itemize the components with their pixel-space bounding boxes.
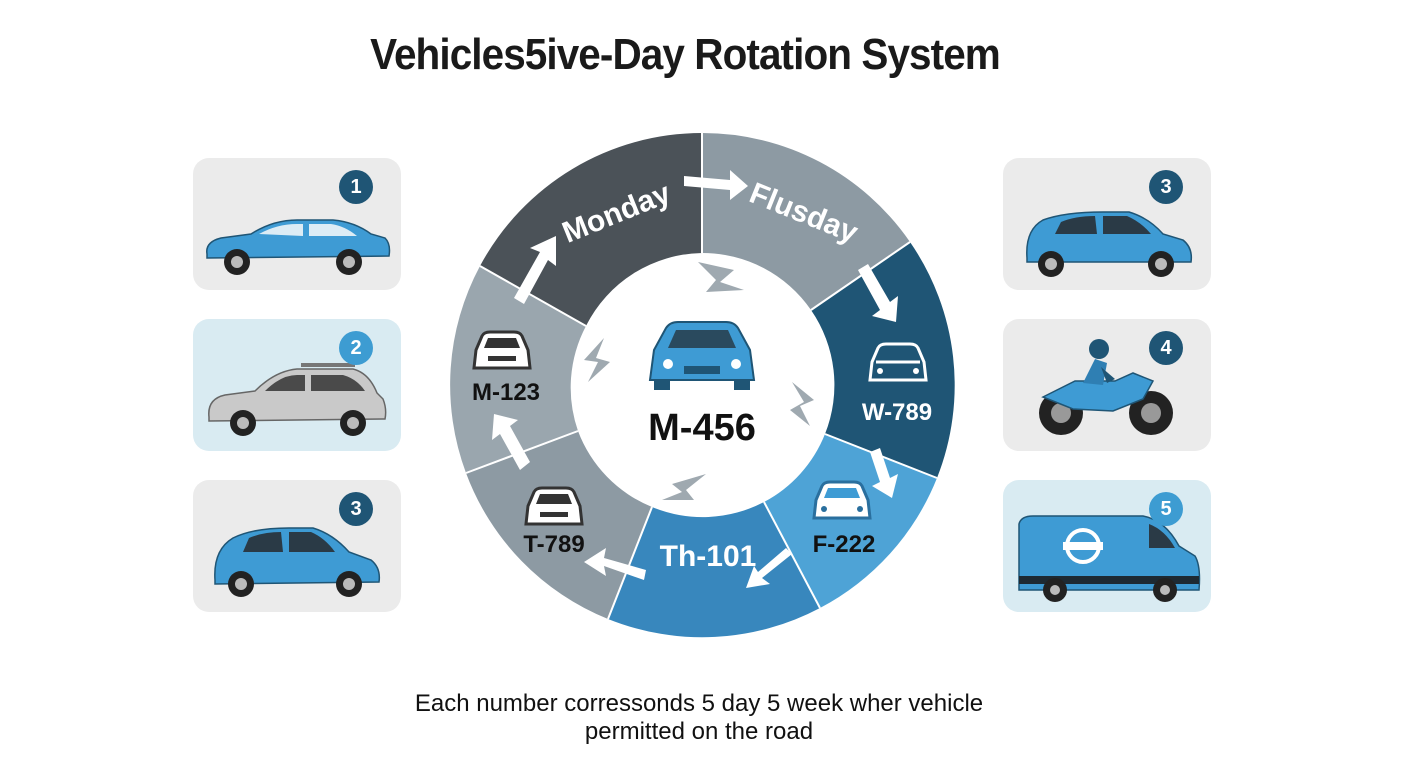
caption-line-2: permitted on the road [584,718,814,745]
plate-f222: F-222 [813,531,876,558]
hatchback-icon [1026,211,1193,277]
plate-t789: T-789 [523,531,584,558]
vehicle-card-right-3[interactable]: 3 [1003,158,1211,290]
motorcycle-icon [1039,339,1173,435]
vehicle-card-2[interactable]: 2 [193,319,401,451]
segment-w789[interactable] [811,242,955,478]
center-plate: M-456 [648,407,756,449]
car-icon-t789 [524,486,584,526]
segment-th101[interactable] [608,502,820,638]
hatchback-icon [214,527,381,597]
sedan-icon [206,219,391,275]
center-hub [572,255,832,515]
card-number-badge: 2 [339,331,373,365]
segment-flusday[interactable] [702,132,910,310]
vehicle-card-right-4[interactable]: 4 [1003,319,1211,451]
suv-icon [208,363,387,436]
plate-w789: W-789 [862,399,932,426]
center-car-icon [648,321,756,390]
car-icon-f222 [812,480,872,520]
vehicle-card-right-5[interactable]: 5 [1003,480,1211,612]
inner-rotation-arrow-icons [584,262,814,500]
plate-m123: M-123 [472,379,540,406]
caption-line-1: Each number corressonds 5 day 5 week whe… [414,690,984,717]
plate-th101: Th-101 [660,540,757,573]
page-title: Vehicles5ive-Day Rotation System [370,30,1001,79]
card-number-badge: 1 [339,170,373,204]
rotation-arrow-icons [492,170,898,588]
vehicle-card-1[interactable]: 1 [193,158,401,290]
vehicle-card-3[interactable]: 3 [193,480,401,612]
card-number-badge: 3 [339,492,373,526]
car-icon-m123 [472,330,532,370]
card-number-badge: 5 [1149,492,1183,526]
van-icon [1018,515,1201,602]
card-number-badge: 4 [1149,331,1183,365]
card-number-badge: 3 [1149,170,1183,204]
car-icon-w789 [868,342,928,382]
